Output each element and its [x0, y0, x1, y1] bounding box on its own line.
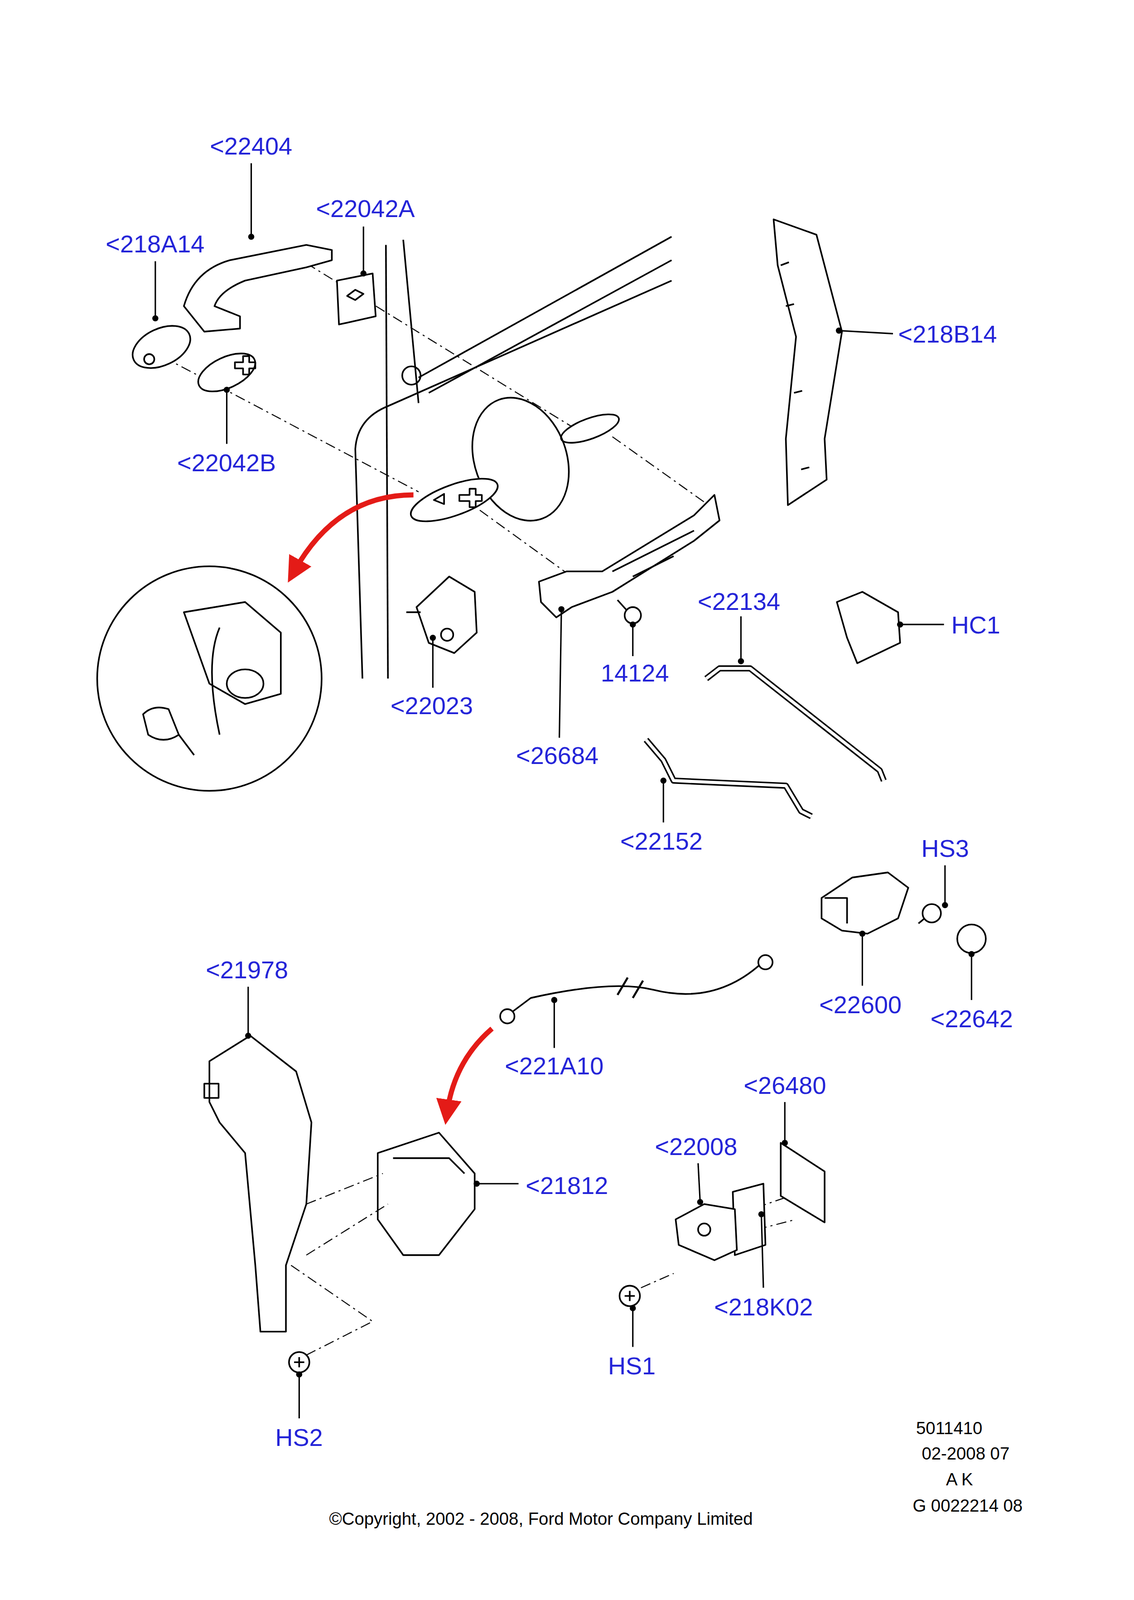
drawing-code: A K — [945, 1470, 974, 1488]
part-number: <26684 — [516, 743, 599, 768]
part-number: <22152 — [620, 828, 703, 854]
part-number: <26480 — [743, 1072, 826, 1098]
part-number: HC1 — [951, 612, 1001, 637]
part-number: HS1 — [608, 1353, 656, 1378]
part-number: <22023 — [390, 693, 473, 718]
part-number: 14124 — [600, 660, 669, 686]
part-number: <22042A — [315, 196, 415, 221]
part-number: <22042B — [177, 450, 276, 475]
part-number: <22404 — [209, 133, 293, 159]
part-number: <21812 — [525, 1172, 609, 1198]
part-number: HS2 — [275, 1424, 323, 1450]
part-number: <221A10 — [504, 1053, 604, 1078]
part-number: <22642 — [930, 1006, 1014, 1031]
copyright-note: ©Copyright, 2002 - 2008, Ford Motor Comp… — [329, 1510, 753, 1528]
part-number: <218K02 — [714, 1294, 813, 1319]
part-number: <22600 — [819, 992, 902, 1017]
part-number: <218A14 — [105, 231, 205, 256]
drawing-code: G 0022214 08 — [912, 1496, 1023, 1515]
part-number: <218B14 — [898, 321, 998, 347]
drawing-date: 02-2008 07 — [921, 1444, 1010, 1463]
part-number: HS3 — [921, 835, 970, 861]
drawing-code: 5011410 — [916, 1419, 983, 1437]
part-number: <22008 — [654, 1134, 738, 1159]
part-number: <22134 — [697, 588, 781, 614]
part-number: <21978 — [205, 957, 289, 982]
